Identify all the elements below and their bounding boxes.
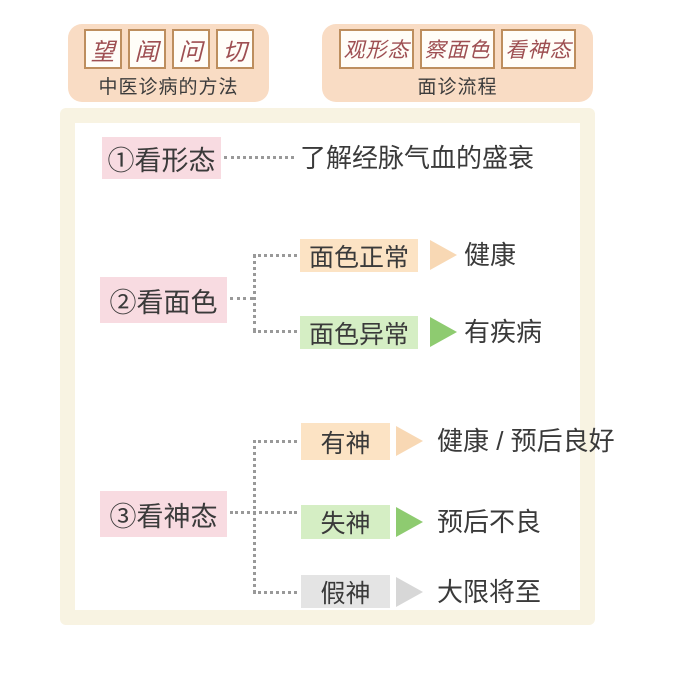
arrow-right-icon xyxy=(396,507,423,537)
section-3-branch-lost-spirit-box: 失神 xyxy=(301,505,390,539)
arrow-right-icon xyxy=(396,426,423,456)
section-3-result-false-spirit: 大限将至 xyxy=(437,577,542,607)
section-3-result-spirit: 健康 / 预后良好 xyxy=(437,426,615,456)
section-2-connector-branch-bottom xyxy=(253,330,297,333)
method-char-wen1: 闻 xyxy=(134,37,159,66)
methods-label: 中医诊病的方法 xyxy=(98,77,239,98)
section-2-connector-vertical xyxy=(253,254,256,332)
section-3-branch-spirit-box: 有神 xyxy=(301,423,390,460)
section-3-connector-stem xyxy=(230,511,297,514)
method-char-qie: 切 xyxy=(222,37,247,66)
method-char-wang: 望 xyxy=(90,37,115,66)
process-step-3: 看神态 xyxy=(505,38,572,62)
section-1-result: 了解经脉气血的盛衰 xyxy=(300,143,535,173)
process-step-box-2: 察面色 xyxy=(420,29,495,69)
section-3-connector-branch-bottom xyxy=(253,591,297,594)
section-1-title-box: ①看形态 xyxy=(102,137,221,179)
method-char-box-wen1: 闻 xyxy=(127,29,166,69)
process-step-1: 观形态 xyxy=(343,38,410,62)
method-char-box-wen2: 问 xyxy=(171,29,210,69)
header-process-panel: 观形态 察面色 看神态 面诊流程 xyxy=(322,24,593,102)
process-step-box-1: 观形态 xyxy=(339,29,414,69)
section-3-branch-false-spirit-box: 假神 xyxy=(301,575,390,608)
process-step-box-3: 看神态 xyxy=(501,29,576,69)
section-3-result-lost-spirit: 预后不良 xyxy=(437,507,542,537)
method-char-box-qie: 切 xyxy=(215,29,254,69)
section-2-branch-abnormal-box: 面色异常 xyxy=(300,316,418,349)
section-3-title-box: ③看神态 xyxy=(100,491,227,537)
process-label: 面诊流程 xyxy=(417,77,498,98)
section-2-result-normal: 健康 xyxy=(464,240,517,270)
section-1-connector-line xyxy=(224,156,294,159)
process-char-row: 观形态 察面色 看神态 xyxy=(339,29,576,69)
header-methods-panel: 望 闻 问 切 中医诊病的方法 xyxy=(68,24,269,102)
arrow-right-icon xyxy=(430,240,457,270)
method-char-wen2: 问 xyxy=(178,37,203,66)
section-3-connector-branch-top xyxy=(253,440,297,443)
arrow-right-icon xyxy=(396,577,423,607)
section-2-branch-normal-box: 面色正常 xyxy=(300,239,418,272)
content-panel-outer xyxy=(60,108,595,625)
process-step-2: 察面色 xyxy=(424,38,491,62)
methods-char-row: 望 闻 问 切 xyxy=(83,29,254,69)
section-2-title-box: ②看面色 xyxy=(100,277,227,323)
section-3-connector-vertical xyxy=(253,440,256,593)
method-char-box-wang: 望 xyxy=(83,29,122,69)
arrow-right-icon xyxy=(430,317,457,347)
section-2-result-abnormal: 有疾病 xyxy=(464,317,543,347)
section-2-connector-stem xyxy=(230,297,253,300)
section-2-connector-branch-top xyxy=(253,254,297,257)
